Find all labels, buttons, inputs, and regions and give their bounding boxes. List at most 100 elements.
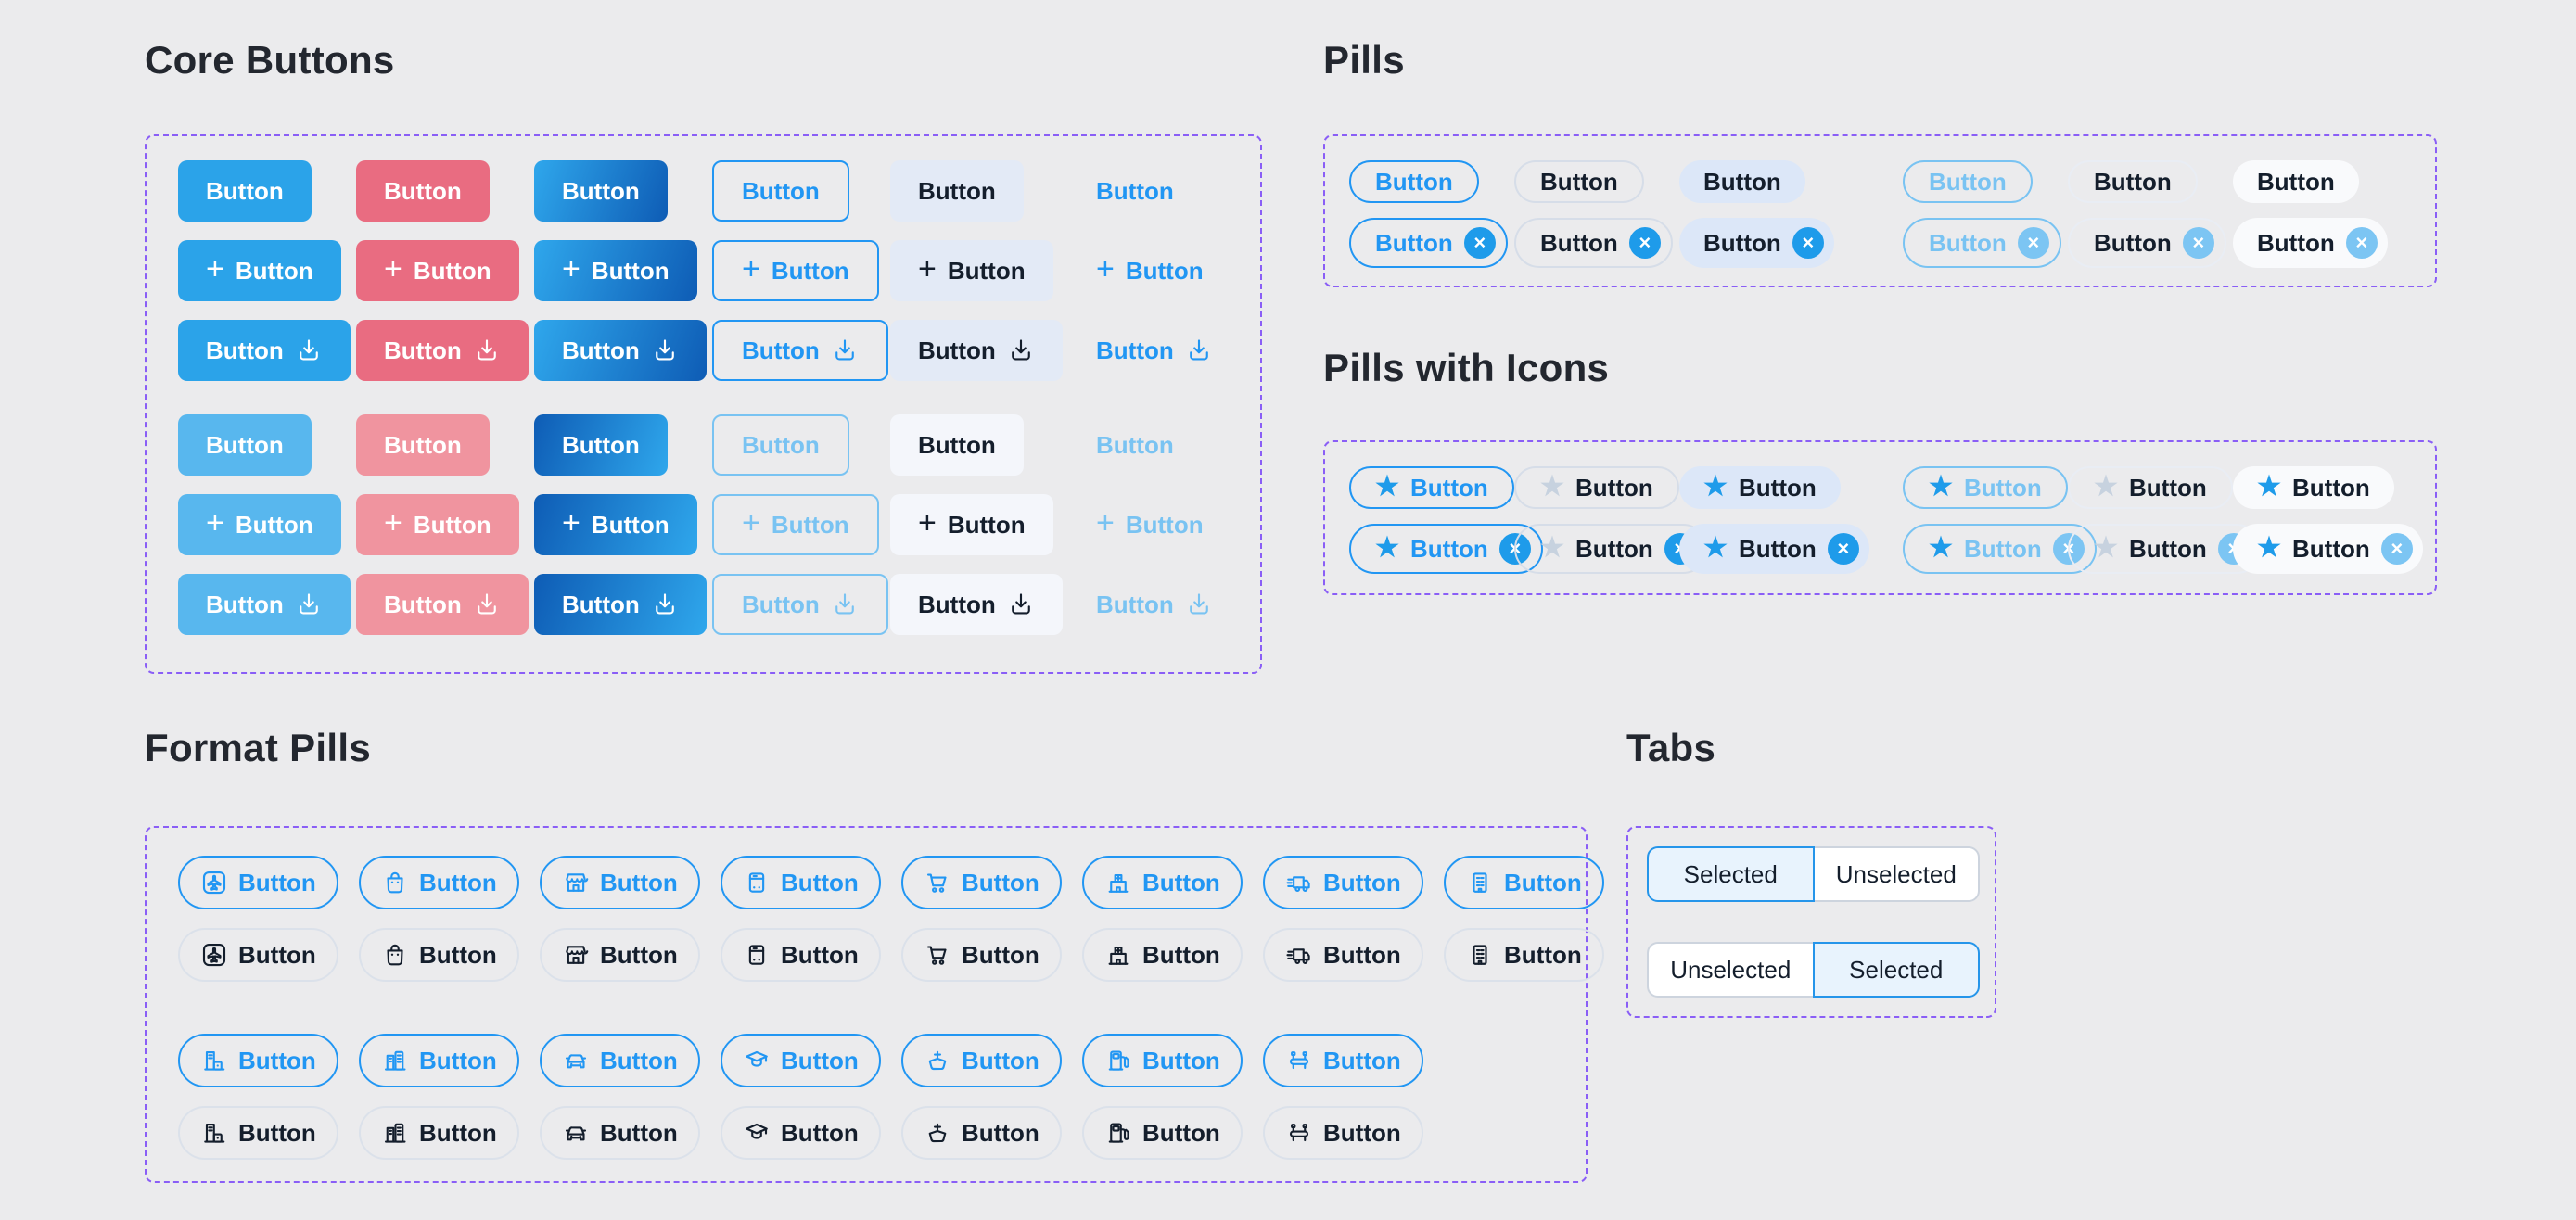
button-outline[interactable]: Button — [712, 160, 849, 222]
button-text[interactable]: Button — [1068, 160, 1202, 222]
close-icon[interactable]: × — [1827, 533, 1859, 565]
icon-pill-soft-close[interactable]: ★Button× — [1679, 524, 1869, 574]
format-pill-shopping-cart[interactable]: Button — [901, 856, 1062, 909]
button-ghost-light-plus[interactable]: +Button — [890, 494, 1053, 555]
button-solid-blue-light-download[interactable]: Button — [178, 574, 351, 635]
close-icon[interactable]: × — [1628, 227, 1661, 259]
button-gradient-light-plus[interactable]: +Button — [534, 494, 697, 555]
pill-outline-blue-light-close[interactable]: Button× — [1903, 218, 2061, 268]
format-pill-storefront-subtle[interactable]: Button — [540, 928, 700, 982]
format-pill-shopping-bag-subtle[interactable]: Button — [359, 928, 519, 982]
button-danger-download[interactable]: Button — [356, 320, 529, 381]
format-pill-vending-machine-subtle[interactable]: Button — [721, 928, 881, 982]
format-pill-shopping-cart-subtle[interactable]: Button — [901, 928, 1062, 982]
format-pill-city-buildings[interactable]: Button — [359, 1034, 519, 1087]
pill-soft-close[interactable]: Button× — [1679, 218, 1834, 268]
tab-unselected[interactable]: Unselected — [1812, 846, 1980, 902]
close-icon[interactable]: × — [2380, 533, 2413, 565]
format-pill-fuel-pump[interactable]: Button — [1082, 1034, 1243, 1087]
button-text-plus[interactable]: +Button — [1068, 240, 1231, 301]
button-ghost-download[interactable]: Button — [890, 320, 1063, 381]
button-ghost-plus[interactable]: +Button — [890, 240, 1053, 301]
pill-soft[interactable]: Button — [1679, 160, 1805, 203]
button-danger-light[interactable]: Button — [356, 414, 490, 476]
pill-outline-blue[interactable]: Button — [1349, 160, 1479, 203]
button-gradient-download[interactable]: Button — [534, 320, 707, 381]
icon-pill-faint[interactable]: ★Button — [2068, 466, 2233, 509]
button-danger-plus[interactable]: +Button — [356, 240, 519, 301]
icon-pill-outline-blue-light[interactable]: ★Button — [1903, 466, 2068, 509]
button-ghost-light[interactable]: Button — [890, 414, 1024, 476]
button-gradient-plus[interactable]: +Button — [534, 240, 697, 301]
button-danger-light-plus[interactable]: +Button — [356, 494, 519, 555]
button-text-light-plus[interactable]: +Button — [1068, 494, 1231, 555]
button-ghost[interactable]: Button — [890, 160, 1024, 222]
button-solid-blue-download[interactable]: Button — [178, 320, 351, 381]
format-pill-vending-machine[interactable]: Button — [721, 856, 881, 909]
format-pill-ship[interactable]: Button — [901, 1034, 1062, 1087]
button-solid-blue-plus[interactable]: +Button — [178, 240, 341, 301]
tab-selected[interactable]: Selected — [1812, 942, 1980, 998]
button-gradient-light[interactable]: Button — [534, 414, 668, 476]
icon-pill-outline-gray[interactable]: ★Button — [1514, 466, 1679, 509]
format-pill-car[interactable]: Button — [540, 1034, 700, 1087]
format-pill-ship-subtle[interactable]: Button — [901, 1106, 1062, 1160]
pill-outline-gray-close[interactable]: Button× — [1514, 218, 1673, 268]
close-icon[interactable]: × — [2182, 227, 2214, 259]
format-pill-warehouse-subtle[interactable]: Button — [178, 1106, 338, 1160]
format-pill-bed[interactable]: Button — [1263, 1034, 1423, 1087]
pill-outline-faint[interactable]: Button — [2068, 160, 2198, 203]
format-pill-office-building-subtle[interactable]: Button — [1444, 928, 1604, 982]
button-outline-light-download[interactable]: Button — [712, 574, 888, 635]
format-pill-storefront[interactable]: Button — [540, 856, 700, 909]
format-pill-city-buildings-subtle[interactable]: Button — [359, 1106, 519, 1160]
format-pill-shopping-bag[interactable]: Button — [359, 856, 519, 909]
format-pill-graduation-cap-subtle[interactable]: Button — [721, 1106, 881, 1160]
pill-outline-faint-close[interactable]: Button× — [2068, 218, 2226, 268]
format-pill-office-building[interactable]: Button — [1444, 856, 1604, 909]
button-solid-blue-light-plus[interactable]: +Button — [178, 494, 341, 555]
format-pill-graduation-cap[interactable]: Button — [721, 1034, 881, 1087]
format-pill-fuel-pump-subtle[interactable]: Button — [1082, 1106, 1243, 1160]
format-pill-warehouse[interactable]: Button — [178, 1034, 338, 1087]
button-outline-light[interactable]: Button — [712, 414, 849, 476]
icon-pill-white[interactable]: ★Button — [2233, 466, 2394, 509]
button-outline-download[interactable]: Button — [712, 320, 888, 381]
button-danger-light-download[interactable]: Button — [356, 574, 529, 635]
icon-pill-soft[interactable]: ★Button — [1679, 466, 1841, 509]
close-icon[interactable]: × — [1463, 227, 1496, 259]
tab-unselected[interactable]: Unselected — [1647, 942, 1815, 998]
button-text-download[interactable]: Button — [1068, 320, 1241, 381]
button-outline-light-plus[interactable]: +Button — [712, 494, 879, 555]
pill-outline-blue-close[interactable]: Button× — [1349, 218, 1508, 268]
tab-selected[interactable]: Selected — [1647, 846, 1815, 902]
button-gradient[interactable]: Button — [534, 160, 668, 222]
warehouse-icon — [200, 1119, 228, 1147]
format-pill-car-subtle[interactable]: Button — [540, 1106, 700, 1160]
format-pill-airplane-subtle[interactable]: Button — [178, 928, 338, 982]
format-pill-delivery-truck[interactable]: Button — [1263, 856, 1423, 909]
close-icon[interactable]: × — [2017, 227, 2049, 259]
icon-pill-outline-blue[interactable]: ★Button — [1349, 466, 1514, 509]
button-text-light[interactable]: Button — [1068, 414, 1202, 476]
pill-outline-gray[interactable]: Button — [1514, 160, 1644, 203]
button-ghost-light-download[interactable]: Button — [890, 574, 1063, 635]
pill-outline-blue-light[interactable]: Button — [1903, 160, 2033, 203]
close-icon[interactable]: × — [2345, 227, 2378, 259]
button-danger[interactable]: Button — [356, 160, 490, 222]
format-pill-airplane[interactable]: Button — [178, 856, 338, 909]
button-solid-blue[interactable]: Button — [178, 160, 312, 222]
section-title-pills-with-icons: Pills with Icons — [1323, 346, 1610, 389]
button-text-light-download[interactable]: Button — [1068, 574, 1241, 635]
format-pill-pharmacy-subtle[interactable]: Button — [1082, 928, 1243, 982]
format-pill-bed-subtle[interactable]: Button — [1263, 1106, 1423, 1160]
button-solid-blue-light[interactable]: Button — [178, 414, 312, 476]
format-pill-delivery-truck-subtle[interactable]: Button — [1263, 928, 1423, 982]
button-gradient-light-download[interactable]: Button — [534, 574, 707, 635]
pill-white[interactable]: Button — [2233, 160, 2359, 203]
icon-pill-white-close[interactable]: ★Button× — [2233, 524, 2423, 574]
button-outline-plus[interactable]: +Button — [712, 240, 879, 301]
format-pill-pharmacy[interactable]: Button — [1082, 856, 1243, 909]
close-icon[interactable]: × — [1792, 227, 1824, 259]
pill-white-close[interactable]: Button× — [2233, 218, 2388, 268]
